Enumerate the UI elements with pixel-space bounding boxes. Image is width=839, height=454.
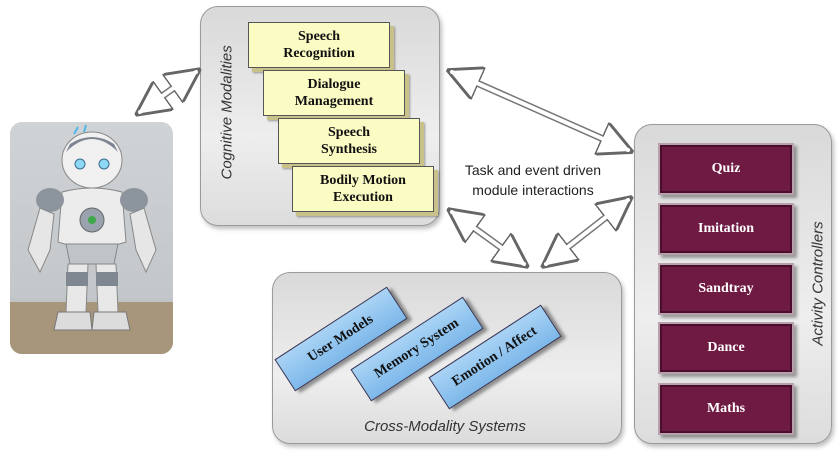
double-arrow [140,72,196,112]
cross-modality-label: Cross-Modality Systems [364,418,526,435]
double-arrow [452,72,628,150]
double-arrow [546,200,628,264]
activity-sandtray: Sandtray [658,263,794,315]
activity-imitation: Imitation [658,203,794,255]
activity-maths: Maths [658,383,794,435]
speech-recognition-module: Speech Recognition [248,22,390,68]
double-arrow [452,212,524,264]
nao-robot-photo [10,122,173,354]
speech-synthesis-module: Speech Synthesis [278,118,420,164]
dialogue-management-module: Dialogue Management [263,70,405,116]
bodily-motion-execution-module: Bodily Motion Execution [292,166,434,212]
activity-dance: Dance [658,322,794,374]
activity-quiz: Quiz [658,143,794,195]
interaction-caption: Task and event driven module interaction… [464,162,602,198]
